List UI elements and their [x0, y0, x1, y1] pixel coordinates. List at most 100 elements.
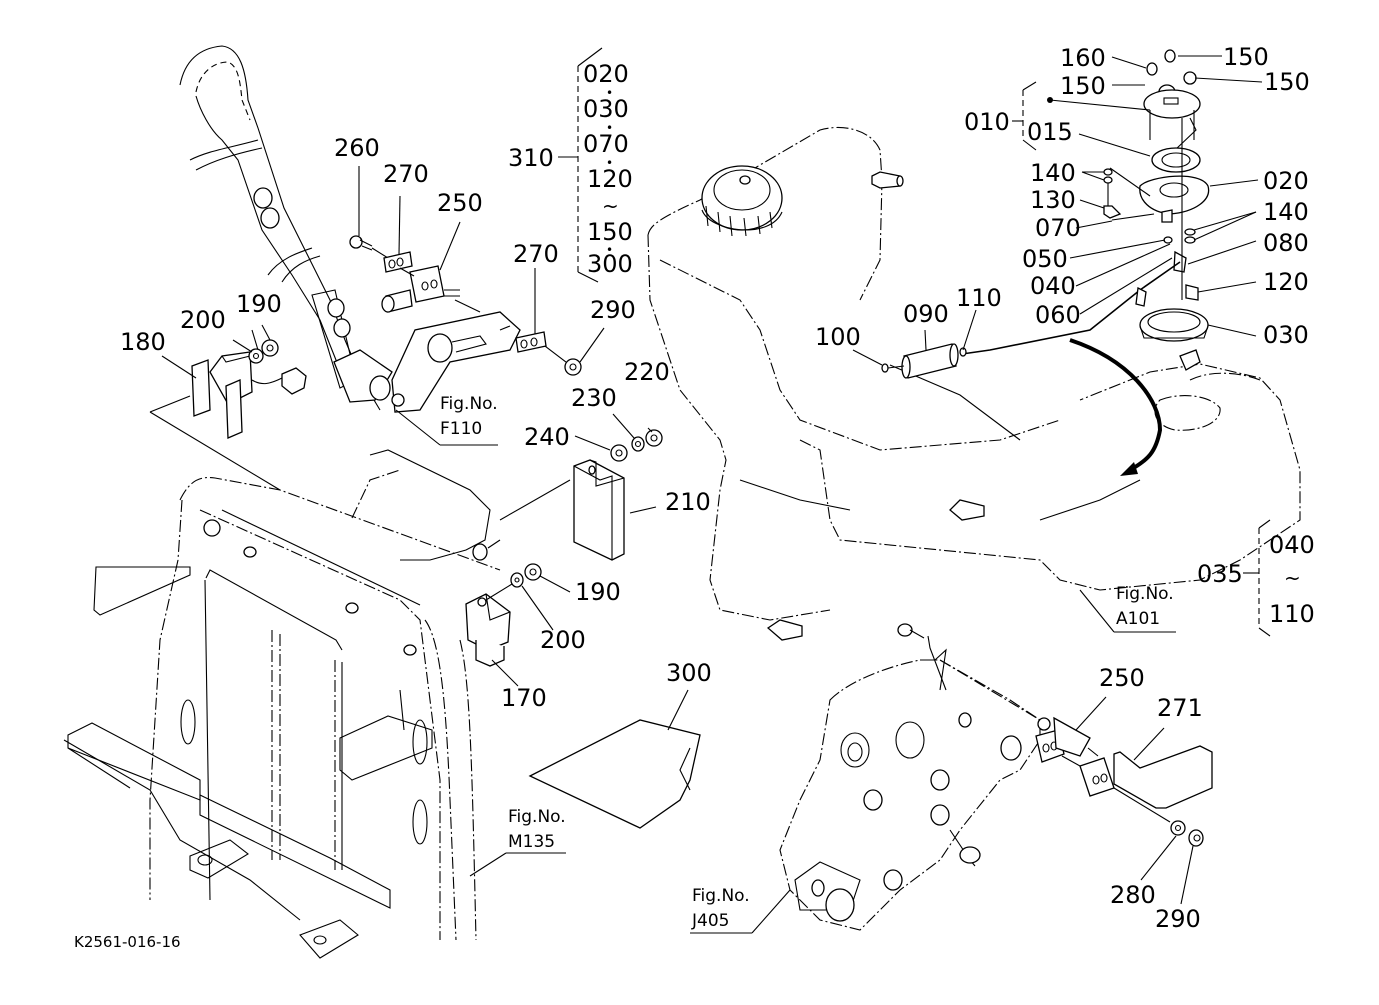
callout-270: 270 [383, 160, 429, 188]
callout-160: 160 [1060, 44, 1106, 72]
nut-190-lower [524, 563, 542, 581]
relay-170 [465, 583, 513, 667]
kit-010-label: 010 [964, 108, 1010, 136]
switch-250-upper [381, 265, 481, 313]
figure-references: Fig.No. F110 Fig.No. A101 Fig.No. M135 F… [440, 394, 1174, 931]
callout-110: 110 [956, 284, 1002, 312]
fuel-sender-assembly [961, 49, 1210, 355]
kit-310-item: 030 [583, 95, 629, 123]
plate-271 [1079, 745, 1213, 823]
fig-ref-a101-line2: A101 [1116, 609, 1160, 629]
callout-290: 290 [1155, 905, 1201, 933]
callout-140: 140 [1030, 159, 1076, 187]
fuel-filter-090 [881, 343, 967, 379]
controller-180 [191, 329, 307, 439]
callout-060: 060 [1035, 301, 1081, 329]
bolt-260 [349, 235, 389, 259]
kit-310-item: 300 [587, 250, 633, 278]
callout-labels: 260 270 250 270 290 200 190 180 220 230 … [120, 43, 1315, 933]
kit-310-item: 070 [583, 130, 629, 158]
callout-070: 070 [1035, 214, 1081, 242]
callout-080: 080 [1263, 229, 1309, 257]
diagram-code: K2561-016-16 [74, 933, 181, 951]
pivot-icon [427, 333, 453, 363]
callout-015: 015 [1027, 118, 1073, 146]
fig-ref-j405-line1: Fig.No. [692, 886, 750, 906]
leader-lines [161, 47, 1271, 934]
fig-ref-f110-line2: F110 [440, 419, 482, 439]
callout-020: 020 [1263, 167, 1309, 195]
callout-271: 271 [1157, 694, 1203, 722]
callout-150: 150 [1223, 43, 1269, 71]
kit-310-sep: • [606, 86, 613, 100]
accelerator-lever [179, 45, 521, 413]
kit-310-item: 150 [587, 218, 633, 246]
kit-310-sep: • [606, 121, 613, 135]
callout-030: 030 [1263, 321, 1309, 349]
nut-290-upper [564, 358, 582, 376]
kit-035-sep: ~ [1284, 566, 1301, 590]
callout-300: 300 [666, 659, 712, 687]
callout-250: 250 [437, 189, 483, 217]
washer-200-lower [510, 572, 524, 588]
kit-310-label: 310 [508, 144, 554, 172]
callout-100: 100 [815, 323, 861, 351]
callout-150: 150 [1264, 68, 1310, 96]
kit-310-item: 120 [587, 165, 633, 193]
kit-310: 310 020 • 030 • 070 • 120 ~ 150 • 300 [508, 60, 633, 278]
switch-250-lower [1035, 716, 1099, 767]
callout-130: 130 [1030, 186, 1076, 214]
sheet-300 [528, 719, 701, 829]
callout-210: 210 [665, 488, 711, 516]
callout-150: 150 [1060, 72, 1106, 100]
plate-270-upper [383, 251, 415, 277]
lever-bolt-icon [327, 298, 345, 318]
callout-250: 250 [1099, 664, 1145, 692]
kit-310-sep: • [606, 156, 613, 170]
washer-240 [610, 444, 628, 462]
kit-310-item: 020 [583, 60, 629, 88]
kit-310-sep: • [606, 243, 613, 257]
callout-120: 120 [1263, 268, 1309, 296]
callout-040: 040 [1030, 272, 1076, 300]
lever-bolt-icon [333, 318, 351, 338]
washer-230 [631, 436, 645, 452]
kit-035-label: 035 [1197, 560, 1243, 588]
fig-ref-a101-line1: Fig.No. [1116, 584, 1174, 604]
nut-290-lower [1188, 829, 1204, 847]
kit-310-sep: ~ [602, 194, 619, 218]
pivot-icon [369, 375, 391, 401]
washer-280 [1170, 820, 1186, 836]
callout-190: 190 [236, 290, 282, 318]
callout-050: 050 [1022, 245, 1068, 273]
callout-270: 270 [513, 240, 559, 268]
callout-180: 180 [120, 328, 166, 356]
nut-220 [645, 429, 663, 447]
washer-200-upper [248, 348, 264, 364]
callout-230: 230 [571, 384, 617, 412]
callout-090: 090 [903, 300, 949, 328]
fuel-tank [647, 127, 1301, 641]
kit-035-item: 110 [1269, 600, 1315, 628]
lever-bolt-icon [253, 187, 273, 209]
callout-290: 290 [590, 296, 636, 324]
plate-270-lower [515, 331, 567, 363]
callout-220: 220 [624, 358, 670, 386]
module-210 [499, 459, 625, 561]
fig-ref-m135-line1: Fig.No. [508, 807, 566, 827]
callout-140: 140 [1263, 198, 1309, 226]
kit-035-item: 040 [1269, 531, 1315, 559]
fig-ref-j405-line2: J405 [691, 911, 729, 931]
callout-240: 240 [524, 423, 570, 451]
callout-190: 190 [575, 578, 621, 606]
callout-260: 260 [334, 134, 380, 162]
nut-190-upper [261, 339, 279, 357]
callout-170: 170 [501, 684, 547, 712]
fig-ref-m135-line2: M135 [508, 832, 555, 852]
lever-bolt-icon [260, 207, 280, 229]
filler-cap-icon [701, 165, 783, 231]
rops-frame [63, 449, 501, 959]
injection-pump [779, 623, 1041, 931]
fig-ref-f110-line1: Fig.No. [440, 394, 498, 414]
